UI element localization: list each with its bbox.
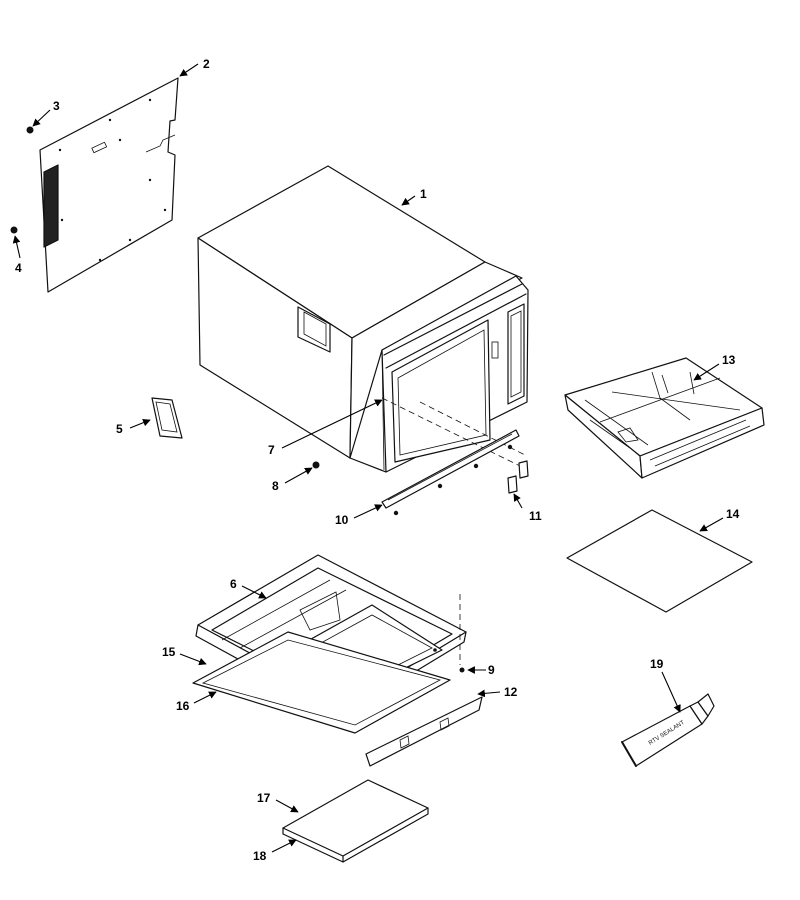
rail-10: [381, 429, 520, 516]
feet-11: [507, 460, 529, 494]
callout-11: 11: [529, 509, 542, 523]
callout-17: 17: [257, 791, 271, 805]
callout-1: 1: [420, 187, 427, 201]
skirt-12: [365, 696, 483, 767]
screw-3: [26, 126, 34, 134]
screw-9: [459, 667, 465, 673]
tray-13: [564, 357, 765, 479]
callout-6: 6: [230, 577, 237, 591]
callout-3: 3: [53, 99, 60, 113]
callout-4: 4: [15, 261, 22, 275]
filter-17-18: [282, 779, 429, 863]
callout-19: 19: [650, 657, 664, 671]
screw-8: [312, 461, 320, 469]
leader-lines: [12, 63, 724, 853]
rear-panel: [39, 77, 179, 293]
screw-4: [10, 226, 18, 234]
gasket-15-16: [192, 631, 451, 734]
callout-2: 2: [203, 57, 210, 71]
callout-labels: 1 2 3 4 5 6 7 8 9 10 11 12 13 14 15 16 1…: [15, 57, 740, 863]
callout-7: 7: [268, 443, 275, 457]
callout-15: 15: [162, 645, 176, 659]
callout-8: 8: [272, 479, 279, 493]
sealant-tube-19: RTV SEALANT: [621, 693, 715, 767]
callout-16: 16: [176, 699, 190, 713]
callout-14: 14: [726, 507, 740, 521]
callout-10: 10: [335, 513, 349, 527]
callout-9: 9: [488, 663, 495, 677]
callout-12: 12: [504, 685, 518, 699]
oven-cabinet: [197, 165, 529, 473]
sheet-14: [566, 509, 753, 613]
cover-plate-5: [151, 397, 183, 439]
callout-13: 13: [722, 353, 736, 367]
callout-18: 18: [253, 849, 267, 863]
callout-5: 5: [116, 422, 123, 436]
